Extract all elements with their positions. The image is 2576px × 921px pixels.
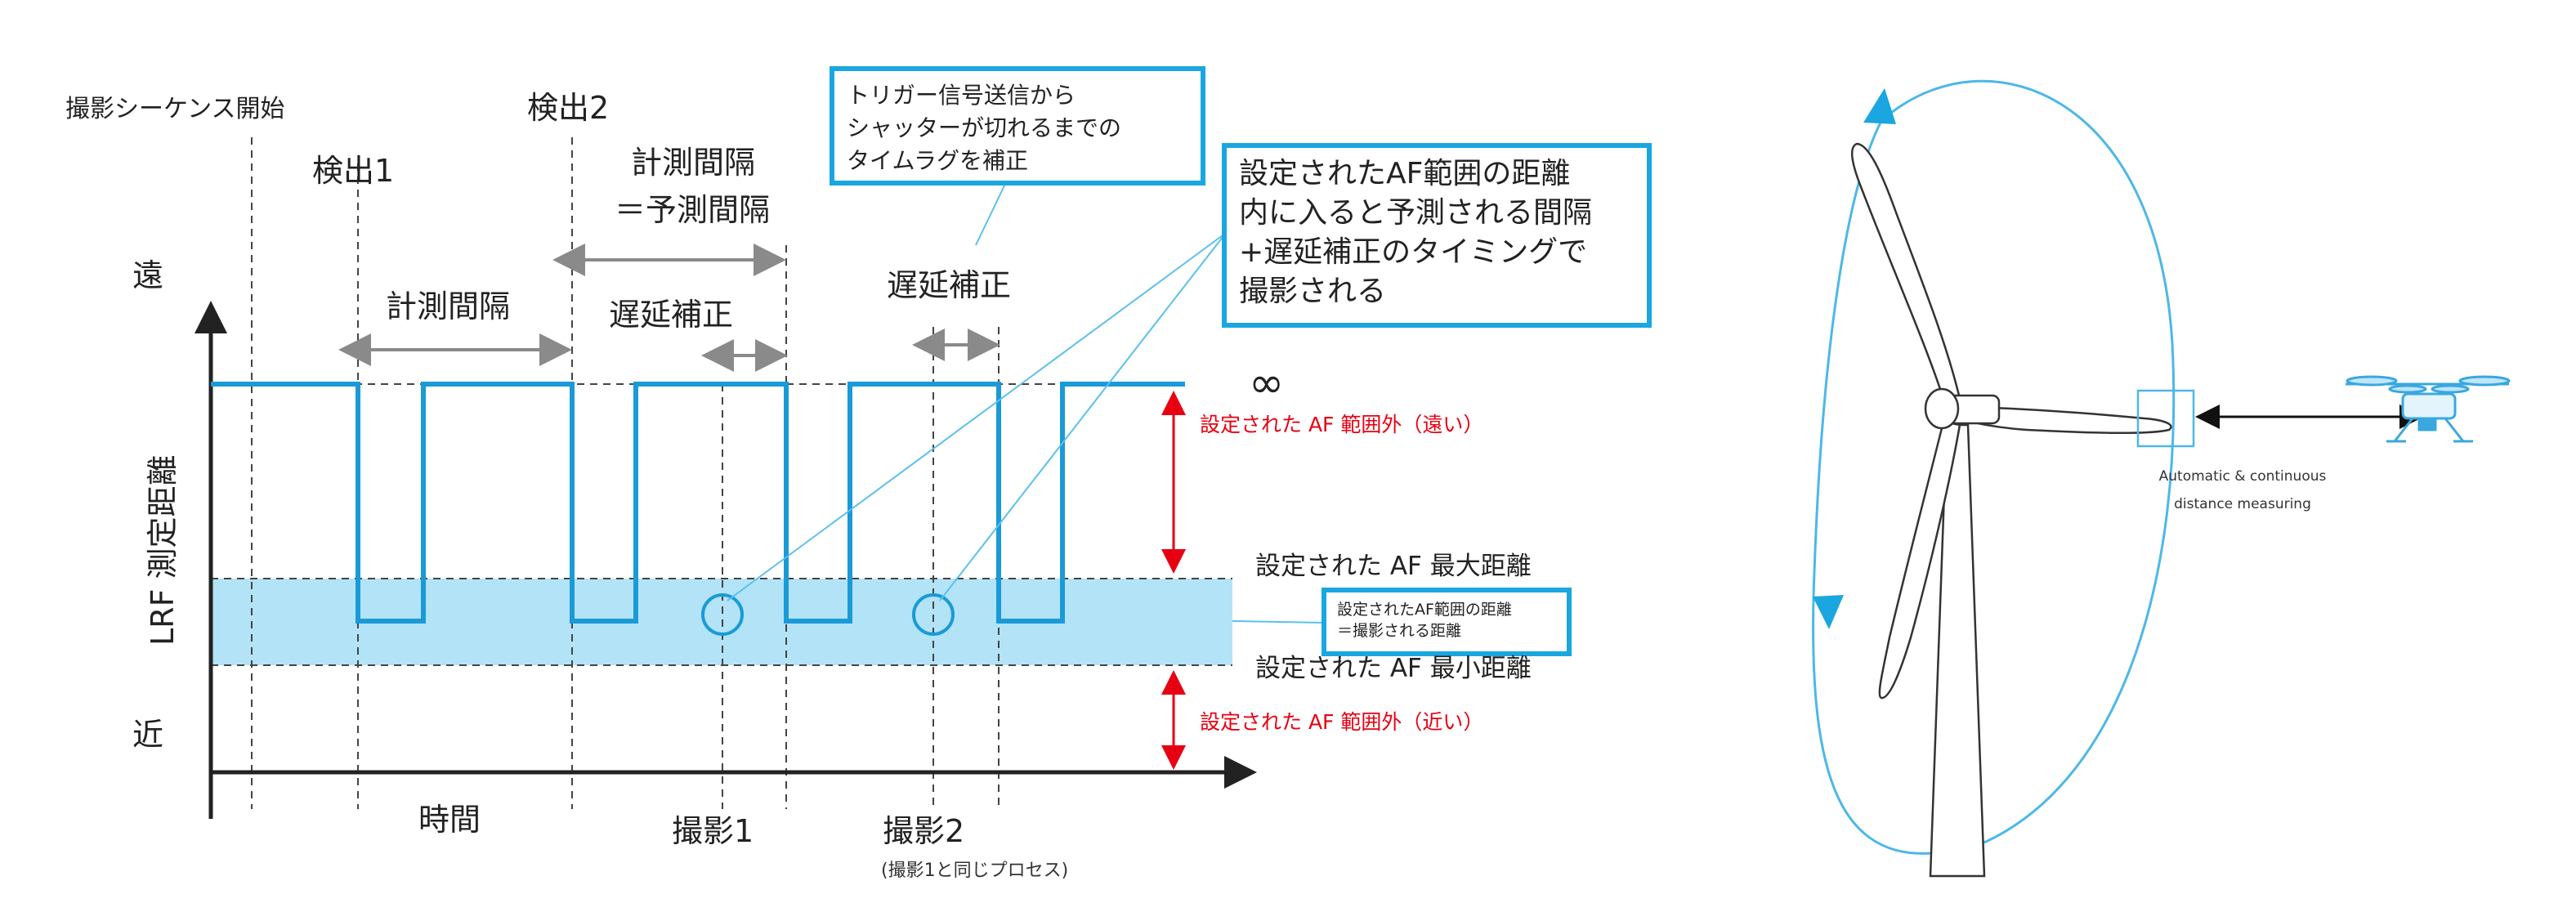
detect2-label: 検出2	[527, 90, 609, 126]
band-label-connector	[1232, 620, 1325, 624]
callout-lag-box	[830, 66, 1205, 186]
measure-target-box	[2136, 389, 2195, 448]
delay-comp-label-1: 遅延補正	[609, 297, 733, 333]
start-label: 撮影シーケンス開始	[65, 95, 285, 123]
turbine-illustration: Automatic & continuous distance measurin…	[1812, 79, 2511, 878]
time-markers	[251, 137, 1000, 809]
callout-lag-line-2: シャッターが切れるまでの	[847, 114, 1121, 141]
far-label: 遠	[132, 257, 163, 293]
callout-shoot-line-3: +遅延補正のタイミングで	[1239, 235, 1587, 269]
out-near-label: 設定された AF 範囲外（近い）	[1200, 710, 1483, 734]
turbine-blade-up	[1850, 142, 1961, 400]
rotation-arrow-icon	[1812, 79, 2176, 855]
turbine-blade-right	[1968, 405, 2172, 435]
turbine-blade-down	[1878, 420, 1961, 700]
band-label-line1: 設定されたAF範囲の距離	[1337, 601, 1512, 619]
af-max-label: 設定された AF 最大距離	[1255, 552, 1532, 581]
near-label: 近	[132, 717, 163, 753]
caption-line2: distance measuring	[2174, 496, 2311, 512]
shot1-marker	[701, 593, 744, 636]
callout-shoot-box	[1222, 143, 1652, 328]
callout-shoot-line-4: 撮影される	[1239, 275, 1386, 308]
lrf-signal-line	[211, 382, 1185, 624]
drone-icon	[2346, 375, 2511, 443]
measure-eq-predict-line2: ＝予測間隔	[615, 192, 770, 228]
y-axis-label: LRF 測定距離	[145, 454, 181, 646]
shot2-marker	[912, 593, 955, 636]
callout-shoot-connector-1	[727, 232, 1227, 601]
callout-shoot-connector-2	[939, 232, 1227, 601]
timing-chart: 撮影シーケンス開始 検出2 検出1 計測間隔 ＝予測間隔 計測間隔 遅延補正 遅…	[65, 66, 1652, 881]
band-label-box	[1322, 588, 1572, 656]
shot1-label: 撮影1	[672, 813, 754, 849]
turbine-tower	[1929, 423, 1986, 878]
band-label-line2: ＝撮影される距離	[1337, 622, 1461, 640]
callout-shoot-line-2: 内に入ると予測される間隔	[1239, 196, 1592, 230]
shot2-note: (撮影1と同じプロセス)	[881, 861, 1068, 881]
shot2-label: 撮影2	[883, 813, 964, 849]
measure-eq-predict-line1: 計測間隔	[631, 145, 755, 181]
detect1-label: 検出1	[312, 153, 394, 189]
measure-interval-label: 計測間隔	[386, 288, 510, 324]
callout-lag-line-1: トリガー信号送信から	[847, 82, 1076, 109]
callout-lag-connector	[975, 183, 1006, 246]
wind-turbine-icon	[1924, 387, 1960, 430]
out-far-label: 設定された AF 範囲外（遠い）	[1200, 413, 1483, 436]
arrowhead-left	[1813, 595, 1844, 629]
af-min-label: 設定された AF 最小距離	[1255, 654, 1532, 683]
arrowhead-top	[1863, 88, 1896, 124]
delay-comp-label-2: 遅延補正	[887, 267, 1011, 303]
x-axis-label: 時間	[418, 802, 481, 838]
caption-line1: Automatic & continuous	[2159, 468, 2327, 485]
callout-shoot-line-1: 設定されたAF範囲の距離	[1239, 157, 1570, 190]
callout-lag-line-3: タイムラグを補正	[847, 147, 1028, 174]
infinity-label: ∞	[1249, 359, 1284, 408]
